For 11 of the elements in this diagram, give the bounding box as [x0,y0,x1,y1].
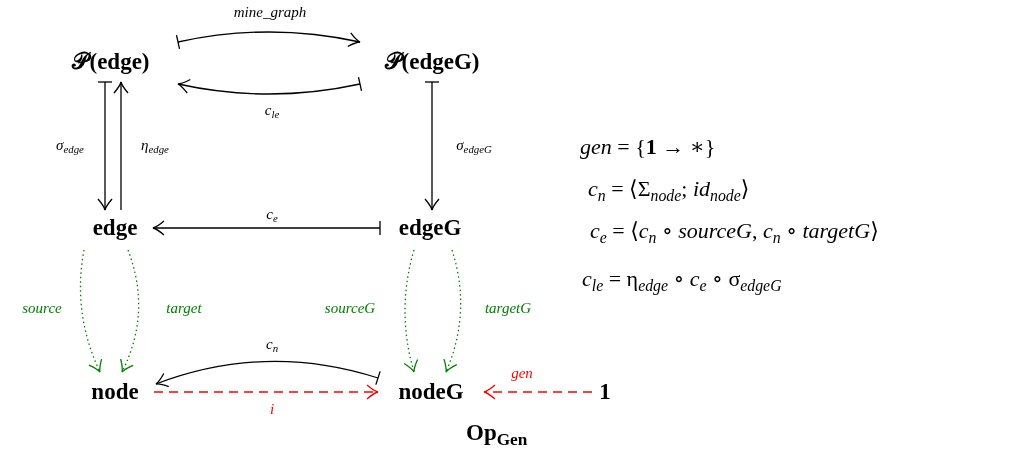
node-label: node [78,376,152,408]
node-label: nodeG [382,376,480,408]
equation: gen = {1 → ∗} [580,134,716,160]
node-label: edge [78,212,152,244]
node-label: edgeG [382,212,478,244]
equation: c$_{n}$ = ⟨Σ$_{node}$; id$_{node}$⟩ [588,176,750,202]
node-label: 1 [594,376,616,408]
node-label: 𝒫(edgeG) [360,46,504,78]
category-label: Op$_{Gen}$ [466,420,528,446]
equation: c$_{e}$ = ⟨c$_{n}$ ∘ sourceG, c$_{n}$ ∘ targetG⟩ [590,218,879,244]
node-label: 𝒫(edge) [52,46,170,78]
